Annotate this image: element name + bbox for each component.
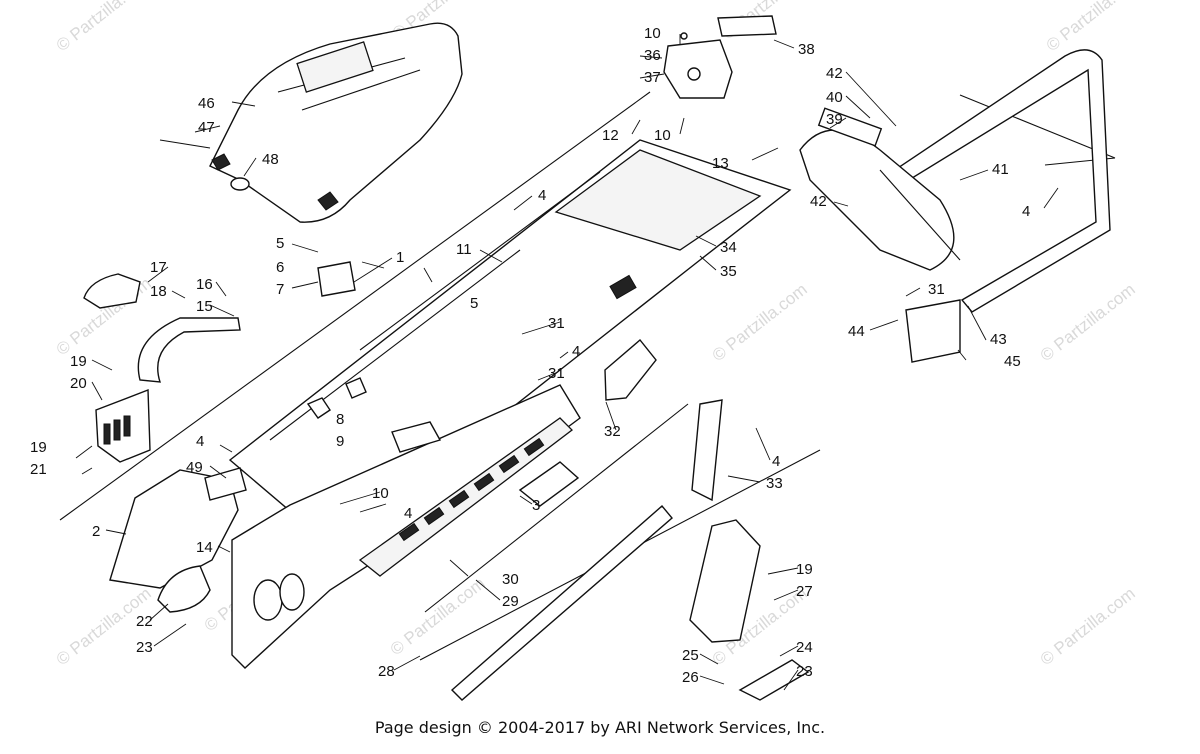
callout-label: 40 — [826, 89, 843, 106]
support-rods — [424, 403, 689, 701]
callout-label: 23 — [796, 663, 813, 680]
rear-bracket — [663, 15, 777, 99]
callout-label: 3 — [532, 497, 540, 514]
page-footer-credit: Page design © 2004-2017 by ARI Network S… — [374, 718, 826, 737]
watermark: © Partzilla.com — [53, 0, 155, 55]
callout-label: 10 — [654, 127, 671, 144]
clip-upper — [317, 261, 356, 297]
callout-label: 12 — [602, 127, 619, 144]
callout-label: 44 — [848, 323, 865, 340]
callout-label: 17 — [150, 259, 167, 276]
callout-label: 36 — [644, 47, 661, 64]
handle-cover — [83, 273, 141, 309]
center-bracket — [518, 461, 580, 507]
callout-label: 1 — [396, 249, 404, 266]
callout-label: 9 — [336, 433, 344, 450]
callout-label: 10 — [644, 25, 661, 42]
callout-label: 42 — [810, 193, 827, 210]
callout-label: 31 — [928, 281, 945, 298]
callout-labels: 1 2 3 4 4 4 4 4 4 5 5 6 7 8 9 10 10 10 1… — [30, 25, 1030, 686]
callout-label: 24 — [796, 639, 813, 656]
callout-label: 4 — [572, 343, 580, 360]
watermark: © Partzilla.com — [1037, 584, 1139, 670]
callout-label: 46 — [198, 95, 215, 112]
callout-label: 41 — [992, 161, 1009, 178]
callout-label: 19 — [30, 439, 47, 456]
footrest-pad — [738, 659, 810, 701]
callout-label: 19 — [70, 353, 87, 370]
callout-label: 49 — [186, 459, 203, 476]
callout-label: 11 — [456, 241, 472, 258]
callout-label: 26 — [682, 669, 699, 686]
callout-label: 16 — [196, 276, 213, 293]
callout-label: 37 — [644, 69, 661, 86]
callout-label: 47 — [198, 119, 215, 136]
callout-label: 20 — [70, 375, 87, 392]
seat — [209, 22, 463, 223]
callout-label: 21 — [30, 461, 47, 478]
rear-bumper — [879, 49, 1111, 313]
callout-label: 28 — [378, 663, 395, 680]
callout-label: 5 — [470, 295, 478, 312]
seat-pin — [159, 139, 211, 149]
vent-bracket — [604, 338, 657, 401]
callout-label: 25 — [682, 647, 699, 664]
callout-label: 43 — [990, 331, 1007, 348]
callout-label: 45 — [1004, 353, 1021, 370]
callout-label: 18 — [150, 283, 167, 300]
callout-label: 14 — [196, 539, 213, 556]
rear-reflector-mount — [905, 299, 961, 363]
footrest-right — [689, 519, 761, 643]
callout-label: 23 — [136, 639, 153, 656]
callout-label: 38 — [798, 41, 815, 58]
callout-label: 35 — [720, 263, 737, 280]
watermark: © Partzilla.com — [709, 280, 811, 366]
callout-label: 19 — [796, 561, 813, 578]
mount-bracket — [204, 467, 247, 501]
callout-label: 4 — [196, 433, 204, 450]
leader-lines — [75, 34, 1059, 691]
grab-handle — [137, 317, 241, 383]
callout-label: 33 — [766, 475, 783, 492]
tunnel — [228, 139, 792, 546]
callout-label: 30 — [502, 571, 519, 588]
callout-label: 2 — [92, 523, 100, 540]
seat-washer — [230, 177, 250, 191]
callout-label: 31 — [548, 315, 565, 332]
cooler-bracket — [391, 421, 442, 453]
callout-label: 29 — [502, 593, 519, 610]
callout-label: 13 — [712, 155, 729, 172]
callout-label: 6 — [276, 259, 284, 276]
callout-label: 48 — [262, 151, 279, 168]
callout-label: 4 — [538, 187, 546, 204]
heat-shield-slots — [103, 415, 131, 445]
side-panel — [231, 384, 581, 669]
callout-label: 34 — [720, 239, 737, 256]
callout-label: 7 — [276, 281, 284, 298]
callout-label: 27 — [796, 583, 813, 600]
callout-label: 42 — [826, 65, 843, 82]
callout-label: 22 — [136, 613, 153, 630]
callout-label: 4 — [1022, 203, 1030, 220]
snow-flap — [799, 107, 961, 271]
clip-lower — [306, 397, 331, 419]
watermark: © Partzilla.com — [387, 574, 489, 660]
side-panel-cutouts — [398, 437, 545, 542]
strap-bracket — [691, 399, 723, 502]
footrest-left — [157, 565, 211, 613]
callout-label: 32 — [604, 423, 621, 440]
clip-lower-right — [345, 377, 367, 399]
callout-label: 4 — [772, 453, 780, 470]
watermark: © Partzilla.com — [1043, 0, 1145, 55]
watermark: © Partzilla.com — [1037, 280, 1139, 366]
callout-label: 39 — [826, 111, 843, 128]
callout-label: 15 — [196, 298, 213, 315]
callout-label: 5 — [276, 235, 284, 252]
callout-label: 8 — [336, 411, 344, 428]
callout-label: 31 — [548, 365, 565, 382]
callout-label: 4 — [404, 505, 412, 522]
callout-label: 10 — [372, 485, 389, 502]
